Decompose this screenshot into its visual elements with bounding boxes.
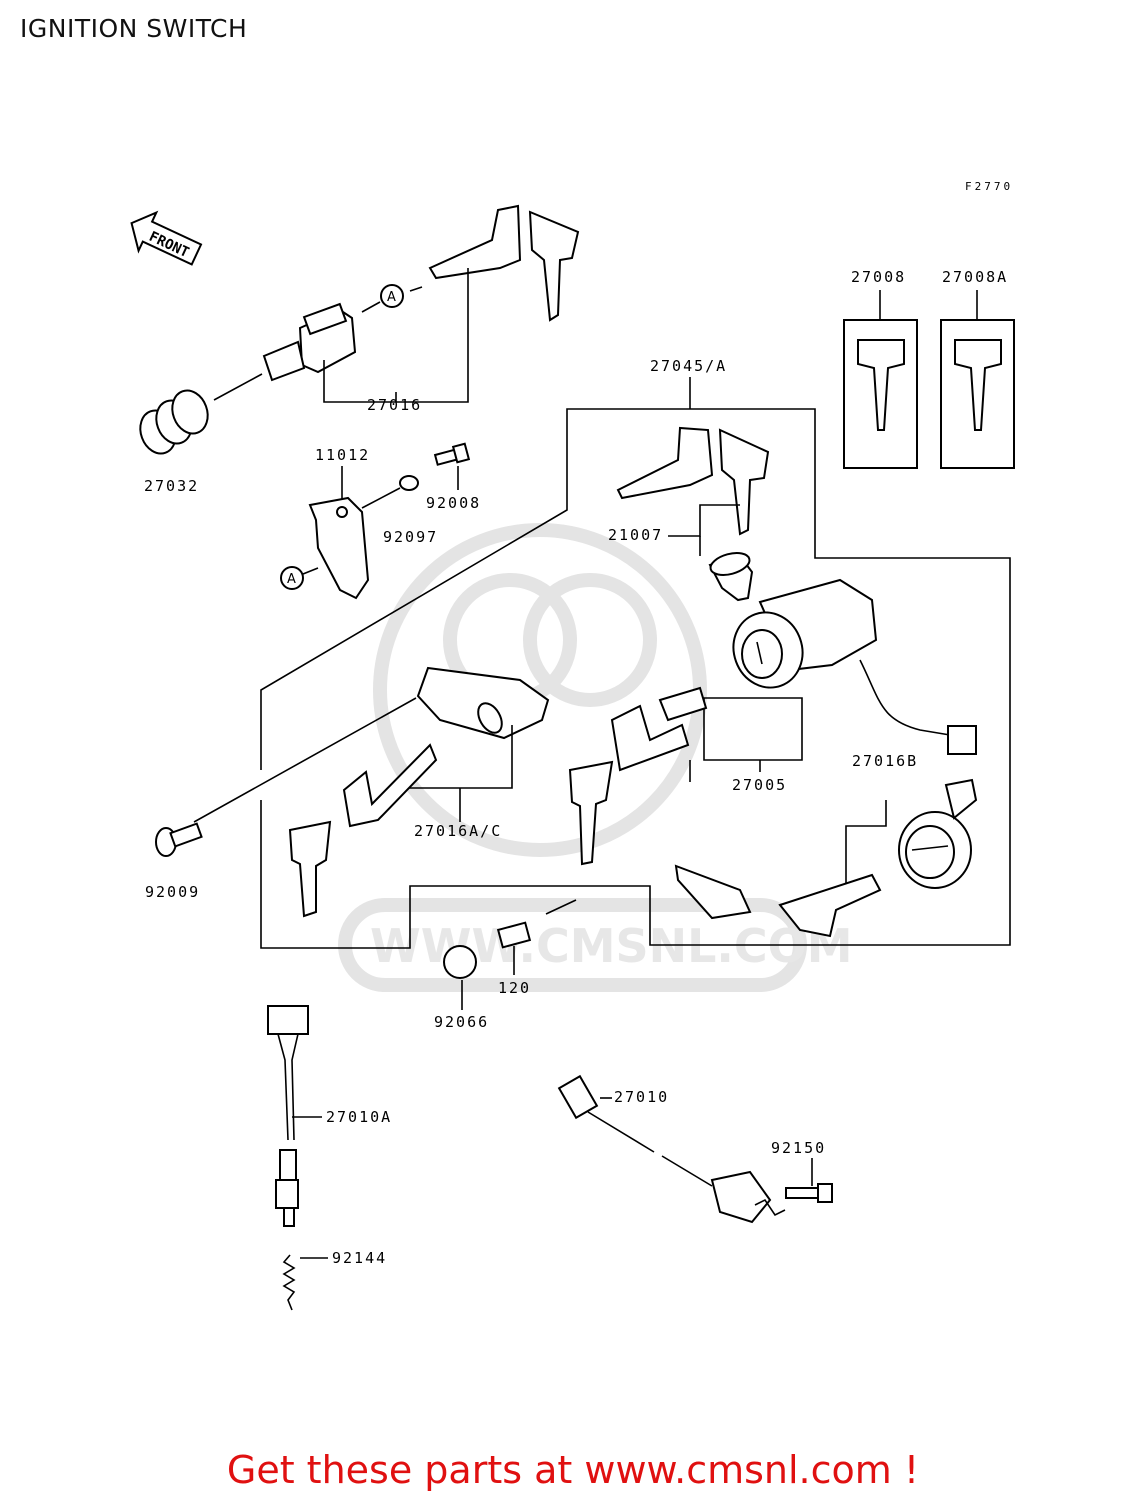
label-27032: 27032 xyxy=(144,477,199,495)
sensor-27010a xyxy=(267,1005,309,1227)
page-title: IGNITION SWITCH xyxy=(20,14,248,43)
label-27045a: 27045/A xyxy=(650,357,727,375)
label-27010a: 27010A xyxy=(326,1108,392,1126)
front-arrow-icon: FRONT xyxy=(130,210,203,266)
label-27008a: 27008A xyxy=(942,268,1008,286)
label-27008: 27008 xyxy=(851,268,906,286)
footer-link-text[interactable]: Get these parts at www.cmsnl.com ! xyxy=(226,1448,920,1492)
label-92144: 92144 xyxy=(332,1249,387,1267)
label-92097: 92097 xyxy=(383,528,438,546)
label-92008: 92008 xyxy=(426,494,481,512)
label-92009: 92009 xyxy=(145,883,200,901)
seat-lock-27016b xyxy=(898,778,978,889)
cover-27016ac xyxy=(416,666,550,740)
label-92066: 92066 xyxy=(434,1013,489,1031)
ref-marker-a-top-label: A xyxy=(387,290,396,305)
cap-92066 xyxy=(443,945,477,979)
washer-92097 xyxy=(399,475,419,491)
bolt-92008 xyxy=(433,442,471,466)
label-21007: 21007 xyxy=(608,526,663,544)
key-pair-27016ac xyxy=(288,743,438,918)
label-120: 120 xyxy=(498,979,531,997)
screw-92150 xyxy=(785,1183,833,1203)
label-27005: 27005 xyxy=(732,776,787,794)
bolt-120 xyxy=(496,921,532,949)
spring-27032 xyxy=(139,389,209,455)
watermark-text: WWW.CMSNL.COM xyxy=(370,919,853,973)
bracket-11012 xyxy=(308,496,370,600)
key-pair-top xyxy=(428,204,580,322)
label-27016b: 27016B xyxy=(852,752,918,770)
cap-21007 xyxy=(708,552,754,602)
ref-marker-a-lower xyxy=(280,566,304,590)
switch-27010 xyxy=(557,1074,786,1224)
label-11012: 11012 xyxy=(315,446,370,464)
label-27016: 27016 xyxy=(367,396,422,414)
label-27010: 27010 xyxy=(614,1088,669,1106)
label-92150: 92150 xyxy=(771,1139,826,1157)
key-pair-27005 xyxy=(568,686,708,866)
key-pair-27045a xyxy=(616,426,770,536)
spring-92144 xyxy=(282,1254,296,1311)
ref-marker-a-top xyxy=(380,284,404,308)
lock-cylinder-27016 xyxy=(262,302,357,382)
ref-marker-a-lower-label: A xyxy=(287,572,296,587)
figure-code: F2770 xyxy=(965,180,1013,193)
ignition-switch-27005 xyxy=(732,578,977,755)
parts-diagram: WWW.CMSNL.COM F2770 FRONT A A xyxy=(130,180,1015,1311)
screw-92009 xyxy=(155,822,203,857)
key-pair-27016b xyxy=(674,864,882,938)
label-27016ac: 27016A/C xyxy=(414,822,502,840)
